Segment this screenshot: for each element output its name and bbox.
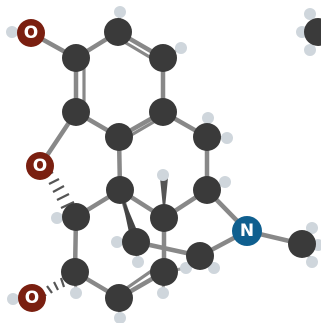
oxygen-atom-ether: O	[26, 152, 54, 180]
oxygen-atom-bottom: O	[18, 284, 46, 312]
carbon-atoms	[61, 18, 321, 312]
nitrogen-label: N	[240, 221, 254, 241]
oxygen-atom-top: O	[17, 19, 45, 47]
nitrogen-atom: N	[232, 216, 262, 246]
oxygen-label-ether: O	[33, 156, 47, 176]
oxygen-label-bottom: O	[25, 288, 39, 308]
oxygen-label-top: O	[24, 23, 38, 43]
skeleton-bonds	[28, 29, 305, 301]
